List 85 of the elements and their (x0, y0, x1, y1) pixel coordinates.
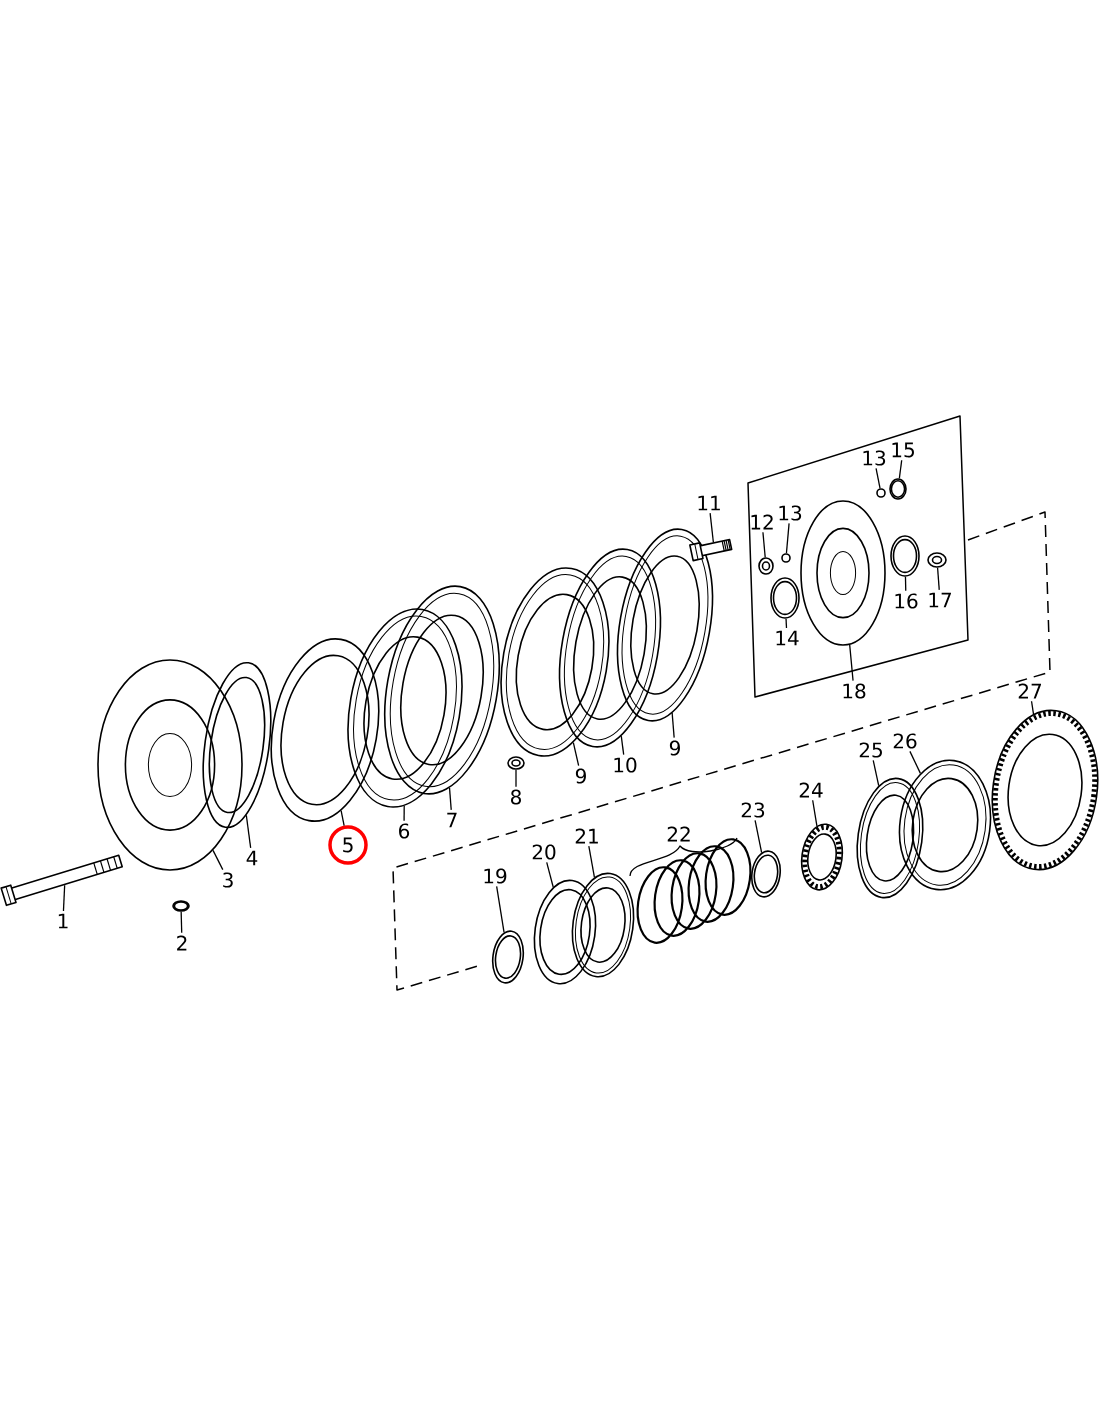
part-drawing (500, 567, 610, 757)
leader-line (496, 885, 505, 934)
leader-line (180, 911, 183, 934)
callout-number: 16 (895, 593, 918, 609)
part-drawing (927, 552, 947, 568)
part-drawing (890, 535, 920, 577)
leader-line (849, 644, 854, 682)
part-drawing (507, 756, 525, 770)
leader-line (754, 819, 763, 854)
highlighted-callout-number: 5 (328, 825, 368, 865)
leader-line (812, 799, 818, 827)
callout-number: 7 (447, 812, 457, 828)
callout-number: 17 (929, 592, 951, 608)
part-drawing (558, 548, 662, 748)
leader-line (620, 735, 625, 756)
callout-number: 25 (859, 742, 882, 758)
callout-number: 13 (863, 450, 886, 466)
leader-line (872, 759, 880, 787)
part-drawing (800, 823, 844, 891)
callout-number: 20 (532, 844, 556, 860)
callout-number: 27 (1018, 683, 1041, 699)
callout-number: 11 (698, 495, 720, 511)
callout-number: 21 (575, 828, 598, 844)
callout-number: 1 (58, 913, 68, 929)
part-drawing (876, 488, 886, 498)
callout-number: 4 (246, 850, 258, 866)
leader-line (572, 741, 580, 767)
part-drawing (781, 553, 791, 563)
part-drawing (991, 709, 1099, 871)
bolt-drawing (689, 538, 733, 562)
callout-number: 18 (843, 683, 866, 699)
leader-line (936, 567, 940, 591)
callout-number: 14 (776, 630, 799, 646)
leader-line (671, 712, 675, 739)
part-drawing (889, 478, 907, 500)
leader-line (785, 618, 788, 629)
part-drawing (571, 872, 635, 978)
part-drawing (491, 930, 525, 984)
leader-line (1030, 700, 1035, 715)
callout-number: 6 (399, 823, 410, 839)
part-drawing (270, 638, 380, 822)
part-drawing (758, 557, 774, 575)
callout-number: 22 (667, 826, 690, 842)
callout-number: 10 (614, 757, 637, 773)
callout-number: 2 (177, 935, 187, 951)
leader-line (588, 845, 596, 878)
part-drawing (751, 850, 781, 898)
part-drawing (533, 879, 597, 985)
part-drawing (898, 759, 992, 891)
leader-line (904, 576, 907, 592)
leader-line (709, 512, 714, 543)
leader-line (762, 531, 766, 558)
part-drawing (384, 585, 500, 795)
leader-line (403, 805, 405, 822)
part-drawing (172, 900, 190, 912)
callout-number: 24 (799, 782, 823, 798)
callout-number: 15 (892, 442, 914, 458)
part-drawing (616, 528, 714, 722)
leader-line (898, 459, 903, 479)
part-drawing (856, 777, 924, 899)
part-drawing (97, 659, 243, 871)
leader-line (909, 750, 922, 775)
leader-line (62, 884, 66, 912)
part-drawing (800, 500, 886, 646)
leader-line (448, 787, 452, 811)
callout-number: 12 (751, 514, 773, 530)
leader-line (785, 522, 790, 554)
leader-line (340, 809, 345, 827)
callout-number: 13 (779, 505, 802, 521)
leader-line (245, 814, 252, 849)
part-drawing (770, 577, 800, 619)
callout-number: 19 (484, 868, 507, 884)
callout-number: 26 (893, 733, 917, 749)
leader-line (515, 769, 517, 788)
part-drawing (347, 608, 463, 808)
callout-number: 9 (575, 768, 586, 784)
leader-line (212, 849, 224, 871)
callout-number: 3 (223, 872, 233, 888)
leader-line (875, 467, 881, 489)
bolt-drawing (0, 854, 123, 907)
leader-line (546, 861, 554, 888)
callout-number: 23 (741, 802, 765, 818)
callout-number: 9 (669, 740, 680, 756)
part-drawing (202, 662, 272, 828)
callout-number: 8 (511, 789, 521, 805)
